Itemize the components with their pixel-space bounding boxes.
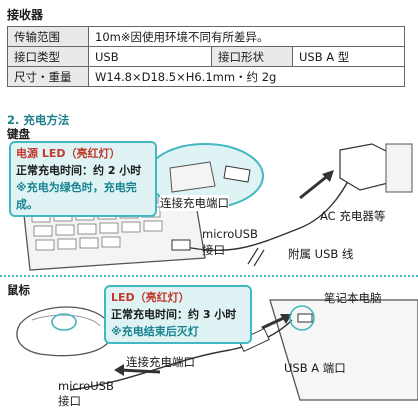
size-weight-label: 尺寸・重量 [7, 66, 89, 87]
keyboard-port-label: 连接充电端口 [160, 195, 229, 211]
interface-type-label: 接口类型 [7, 46, 89, 67]
usb-cable [179, 167, 356, 251]
range-label: 传输范围 [7, 26, 89, 47]
micro-plug [171, 239, 191, 251]
keyboard-charge-note: ※充电为绿色时，充电完成。 [16, 181, 137, 211]
receiver-spec-table: 传输范围 10m※因使用环境不同有所差异。 接口类型 USB 接口形状 USB … [7, 26, 405, 87]
laptop-icon [269, 299, 418, 401]
receiver-heading: 接收器 [7, 8, 44, 22]
mouse-usb-cable [69, 319, 293, 391]
range-value: 10m※因使用环境不同有所差异。 [88, 26, 405, 47]
laptop-label: 笔记本电脑 [324, 291, 382, 305]
zoomed-plug [223, 165, 251, 183]
keyboard-led-title: 电源 LED（亮红灯） [16, 147, 121, 160]
connect-arrow-icon [299, 172, 331, 200]
keyboard-charge-time: 正常充电时间：约 2 小时 [16, 164, 142, 177]
mouse-port-label: 连接充电端口 [126, 355, 195, 369]
usb-cable-label: 附属 USB 线 [288, 247, 354, 261]
wall-outlet [385, 143, 413, 193]
mouse-charge-note: ※充电结束后灭灯 [111, 325, 199, 338]
usb-a-port-label: USB A 端口 [284, 361, 346, 375]
usb-a-zoom-ring [289, 305, 315, 331]
interface-shape-label: 接口形状 [211, 46, 293, 67]
keyboard-heading: 键盘 [7, 127, 30, 141]
zoomed-port [169, 161, 216, 193]
keyboard-micro-label-2: 接口 [202, 243, 225, 257]
table-row: 接口类型 USB 接口形状 USB A 型 [7, 46, 405, 67]
interface-shape-value: USB A 型 [292, 46, 405, 67]
mouse-arrow-icon [119, 368, 161, 374]
mouse-illustration [16, 299, 418, 401]
keyboard-led-callout: 电源 LED（亮红灯） 正常充电时间：约 2 小时 ※充电为绿色时，充电完成。 [9, 141, 157, 217]
keyboard-micro-label: microUSB [202, 227, 258, 241]
size-weight-value: W14.8×D18.5×H6.1mm・约 2g [88, 66, 405, 87]
charging-section-title: 2. 充电方法 [7, 113, 70, 127]
mouse-led-callout: LED（亮红灯） 正常充电时间：约 3 小时 ※充电结束后灭灯 [104, 285, 252, 344]
mouse-led-title: LED（亮红灯） [111, 291, 190, 304]
laptop-usb-port [297, 313, 313, 323]
mouse-heading: 鼠标 [7, 283, 30, 297]
ac-charger-icon [339, 143, 393, 191]
table-row: 尺寸・重量 W14.8×D18.5×H6.1mm・约 2g [7, 66, 405, 87]
mouse-micro-label: microUSB [58, 379, 114, 393]
mouse-led-ring [51, 313, 77, 331]
section-divider [0, 275, 418, 277]
mouse-micro-label-2: 接口 [58, 394, 81, 408]
interface-type-value: USB [88, 46, 212, 67]
cable-break-icon [247, 247, 265, 267]
mouse-body [16, 306, 113, 357]
mouse-charge-time: 正常充电时间：约 3 小时 [111, 308, 237, 321]
ac-charger-label: AC 充电器等 [320, 209, 386, 223]
table-row: 传输范围 10m※因使用环境不同有所差异。 [7, 26, 405, 47]
